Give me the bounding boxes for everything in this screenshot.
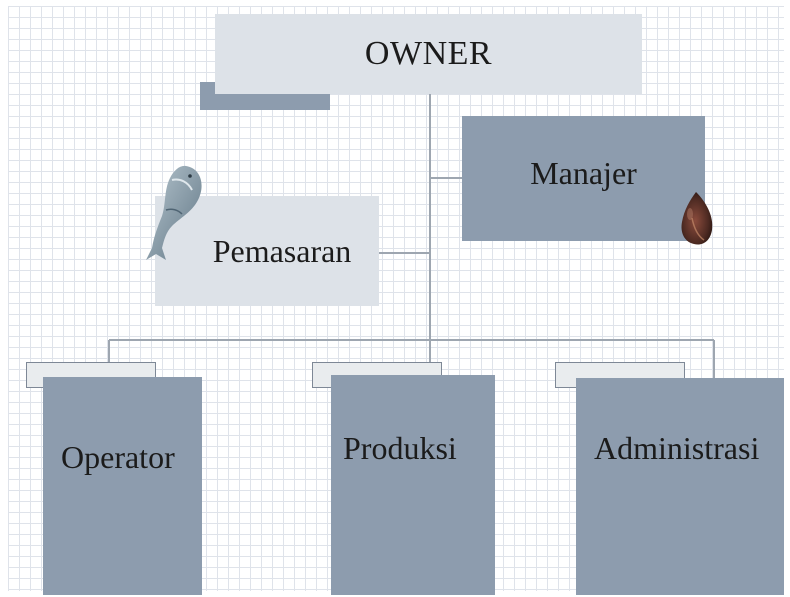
manajer-label: Manajer — [530, 155, 637, 191]
manajer-box: Manajer — [462, 116, 705, 241]
operator-box: Operator — [43, 377, 202, 595]
whale-icon — [146, 165, 202, 260]
administrasi-label: Administrasi — [594, 430, 760, 466]
produksi-label: Produksi — [343, 430, 457, 466]
owner-label: OWNER — [364, 35, 493, 72]
seed-icon — [681, 192, 713, 245]
pemasaran-label: Pemasaran — [212, 232, 352, 269]
administrasi-box: Administrasi — [576, 378, 784, 595]
operator-label: Operator — [61, 439, 175, 475]
pemasaran-box: Pemasaran — [155, 196, 379, 306]
produksi-box: Produksi — [331, 375, 495, 595]
owner-box: OWNER — [215, 14, 642, 94]
